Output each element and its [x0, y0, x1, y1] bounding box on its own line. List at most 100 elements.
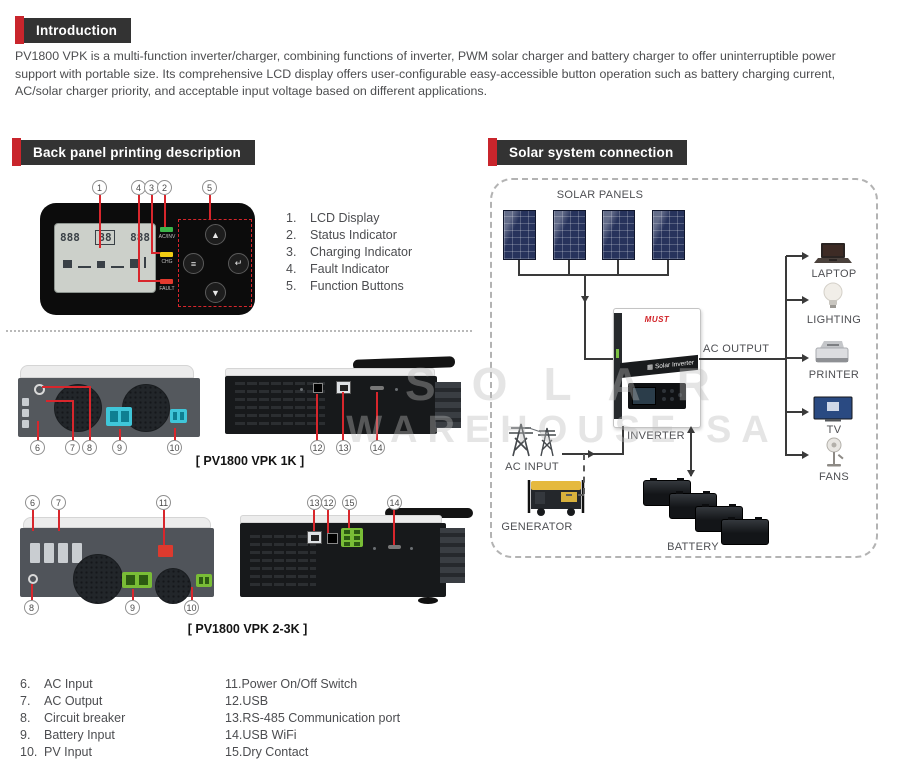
terminal-slot: [139, 575, 148, 585]
parts-item: 8.Circuit breaker: [20, 710, 125, 727]
leader-line: [151, 195, 153, 252]
connection-line: [518, 260, 520, 274]
fan-icon: [823, 437, 847, 470]
callout-5: 5: [202, 180, 217, 195]
solar-panel-icon: [602, 210, 635, 260]
parts-item: 15.Dry Contact: [225, 744, 400, 761]
terminal-slot: [180, 412, 184, 420]
inverter-icon: [97, 261, 105, 268]
flow-line-icon: [111, 266, 124, 268]
callout-7: 7: [51, 495, 66, 510]
fan-grille: [54, 384, 102, 432]
pv-terminal: [196, 574, 212, 587]
band-icon: ▦: [647, 363, 654, 372]
part-label: USB: [242, 694, 269, 708]
esc-button-icon: ≡: [183, 253, 204, 274]
loads-rail-line: [785, 256, 787, 456]
solar-panel-icon: [652, 210, 685, 260]
lighting-icon: [822, 282, 844, 312]
arrow-down-icon: [581, 296, 589, 303]
part-label: RS-485 Communication port: [242, 711, 401, 725]
panel-body: [225, 376, 437, 434]
inverter-label: INVERTER: [627, 430, 685, 442]
leader-line: [348, 510, 350, 528]
callout-6: 6: [25, 495, 40, 510]
leader-line: [42, 386, 90, 388]
circuit-breaker: [34, 384, 45, 395]
ac-output-line: [699, 358, 787, 360]
dotted-divider: [6, 330, 472, 332]
lcd-status-icons: [55, 247, 155, 268]
printer-icon: [812, 338, 852, 367]
inverter-image: MUST ▦ Solar Inverter: [613, 308, 701, 428]
arrow-up-icon: [687, 426, 695, 433]
legend-item: 1.LCD Display: [286, 210, 412, 227]
fault-led: [160, 279, 173, 284]
panel-top-strip: [225, 368, 435, 376]
leader-line: [316, 394, 318, 441]
battery-terminal: [122, 572, 152, 588]
callout-13: 13: [336, 440, 351, 455]
intro-accent-bar: [15, 16, 24, 44]
legend-num: 2.: [286, 228, 297, 242]
dry-contact-port: [341, 528, 363, 547]
leader-line: [163, 510, 165, 545]
flow-line-icon: [78, 266, 91, 268]
load-arrow-line: [786, 357, 802, 359]
legend-label: Fault Indicator: [310, 262, 390, 276]
screw: [395, 388, 398, 391]
callout-2: 2: [157, 180, 172, 195]
legend-label: Function Buttons: [310, 279, 404, 293]
usb-wifi-port: [388, 545, 401, 549]
port-inner: [340, 385, 348, 391]
callout-12: 12: [310, 440, 325, 455]
arrow-right-icon: [802, 408, 809, 416]
load-arrow-line: [786, 411, 802, 413]
terminal-slot: [121, 411, 129, 422]
model-23k-label: [ PV1800 VPK 2-3K ]: [187, 622, 308, 636]
power-grid-icon: [505, 420, 563, 458]
callout-4: 4: [131, 180, 146, 195]
battery-label: BATTERY: [667, 541, 719, 553]
power-switch: [158, 545, 173, 557]
connection-line: [584, 274, 586, 360]
legend-item: 3.Charging Indicator: [286, 244, 412, 261]
legend-label: Status Indicator: [310, 228, 397, 242]
callout-6: 6: [30, 440, 45, 455]
parts-item: 14.USB WiFi: [225, 727, 400, 744]
legend-item: 2. Status Indicator: [286, 227, 412, 244]
printer-label: PRINTER: [808, 369, 860, 381]
callout-8: 8: [82, 440, 97, 455]
lighting-label: LIGHTING: [806, 314, 862, 326]
inverter-button: [662, 397, 666, 401]
ac-terminal: [58, 543, 68, 563]
part-num: 14.: [225, 728, 243, 742]
vpk1k-side-panel-image: [225, 356, 463, 440]
enter-button-icon: ↵: [228, 253, 249, 274]
terminal-slot: [344, 536, 350, 540]
ac-terminal: [22, 420, 29, 428]
lcd-digits-mid: 88: [95, 230, 115, 245]
battery-line: [690, 428, 692, 476]
load-arrow-line: [786, 299, 802, 301]
leader-line: [313, 510, 315, 531]
leader-line: [191, 587, 193, 600]
terminal-block-side: [435, 382, 461, 428]
battery-icon: [721, 517, 769, 545]
arrow-down-icon: [687, 470, 695, 477]
callout-14: 14: [370, 440, 385, 455]
inverter-button: [662, 389, 666, 393]
battery-icon: [130, 259, 138, 268]
parts-item: 6.AC Input: [20, 676, 125, 693]
screw: [373, 547, 376, 550]
parts-item: 11.Power On/Off Switch: [225, 676, 400, 693]
terminal-slot: [110, 411, 118, 422]
terminal-slot: [173, 412, 177, 420]
leader-line: [174, 428, 176, 441]
leader-line: [46, 400, 73, 402]
leader-line: [99, 195, 101, 248]
laptop-icon: [814, 242, 852, 266]
leader-line: [89, 386, 91, 441]
inverter-button: [670, 397, 674, 401]
panel-top-strip: [240, 515, 442, 523]
